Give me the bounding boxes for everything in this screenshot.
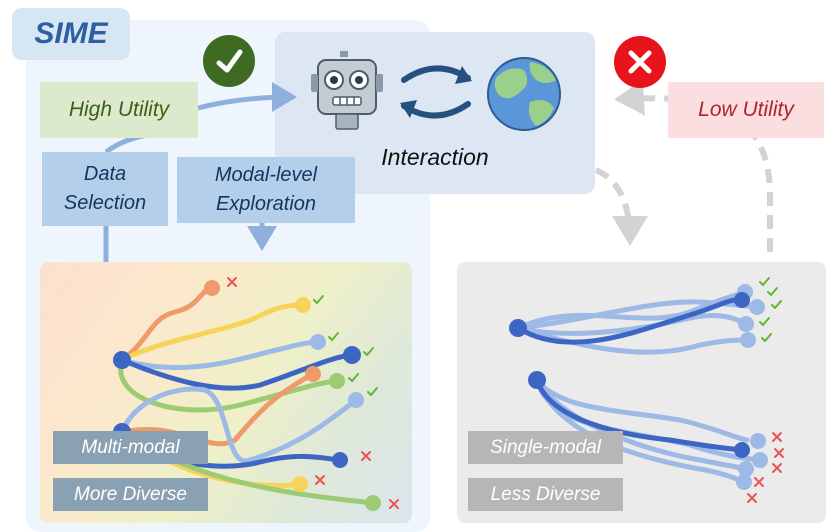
more-diverse-tag: More Diverse [53, 478, 208, 511]
end-node [734, 292, 750, 308]
trajectory-lightblue [119, 339, 321, 371]
data-selection-line-1: Data [83, 163, 127, 185]
end-node [329, 373, 345, 389]
start-node [528, 371, 546, 389]
end-node [295, 297, 311, 313]
single-modal-trajectories-bottom [534, 377, 763, 485]
multi-modal-tag: Multi-modal [53, 431, 208, 464]
end-node [740, 332, 756, 348]
start-node [113, 351, 131, 369]
cross-mark-icon [227, 277, 237, 287]
modal-exploration-line-2: Exploration [215, 193, 317, 215]
trajectory-lightblue-lower [119, 386, 359, 464]
end-node [365, 495, 381, 511]
end-node [292, 476, 308, 492]
cross-mark-icon [315, 475, 325, 485]
cross-badge-icon [614, 36, 666, 88]
high-utility-label: High Utility [40, 82, 198, 138]
end-node [348, 392, 364, 408]
data-selection-line-2: Selection [63, 192, 147, 214]
end-node [204, 280, 220, 296]
end-node [310, 334, 326, 350]
check-mark-icon [367, 387, 378, 396]
multi-modal-trajectories [118, 285, 376, 506]
trajectory-orange [119, 285, 215, 363]
check-mark-icon [313, 295, 324, 304]
cross-mark-icon [754, 477, 764, 487]
cross-mark-icon [772, 463, 782, 473]
end-node [343, 346, 361, 364]
modal-exploration-line-1: Modal-level [214, 164, 318, 186]
low-utility-return-arrow [614, 79, 773, 252]
end-node [749, 299, 765, 315]
cross-mark-icon [774, 448, 784, 458]
globe-icon [487, 57, 561, 131]
low-utility-label: Low Utility [668, 82, 824, 138]
end-node [734, 442, 750, 458]
high-utility-arrow [197, 82, 297, 113]
robot-icon [311, 51, 383, 130]
single-modal-trajectories-top [515, 289, 760, 355]
sime-title-tag: SIME [12, 8, 130, 60]
interaction-to-single-modal-arrow [594, 167, 648, 246]
trajectory-yellow [119, 302, 306, 363]
check-mark-icon [348, 373, 359, 382]
less-diverse-tag: Less Diverse [468, 478, 623, 511]
cross-mark-icon [747, 493, 757, 503]
trajectory-darkblue [119, 352, 355, 391]
end-node [752, 452, 768, 468]
trajectory-green [118, 357, 340, 413]
end-node [305, 366, 321, 382]
end-node [332, 452, 348, 468]
multi-modal-nodes [113, 280, 381, 511]
cross-mark-icon [389, 499, 399, 509]
end-node [736, 474, 752, 490]
cross-mark-icon [772, 432, 782, 442]
end-node [750, 433, 766, 449]
check-mark-icon [363, 347, 374, 356]
check-badge-icon [203, 35, 255, 87]
single-modal-tag: Single-modal [468, 431, 623, 464]
start-node [509, 319, 527, 337]
check-mark-icon [328, 332, 339, 341]
refresh-cycle-icon [400, 65, 472, 119]
single-modal-nodes [509, 284, 768, 490]
cross-mark-icon [361, 451, 371, 461]
check-mark-icon [759, 277, 770, 286]
end-node [738, 461, 754, 477]
check-mark-icon [771, 300, 782, 309]
check-mark-icon [767, 287, 778, 296]
end-node [738, 316, 754, 332]
interaction-label: Interaction [381, 144, 489, 170]
sime-title: SIME [34, 17, 108, 50]
check-mark-icon [761, 333, 772, 342]
check-mark-icon [759, 317, 770, 326]
